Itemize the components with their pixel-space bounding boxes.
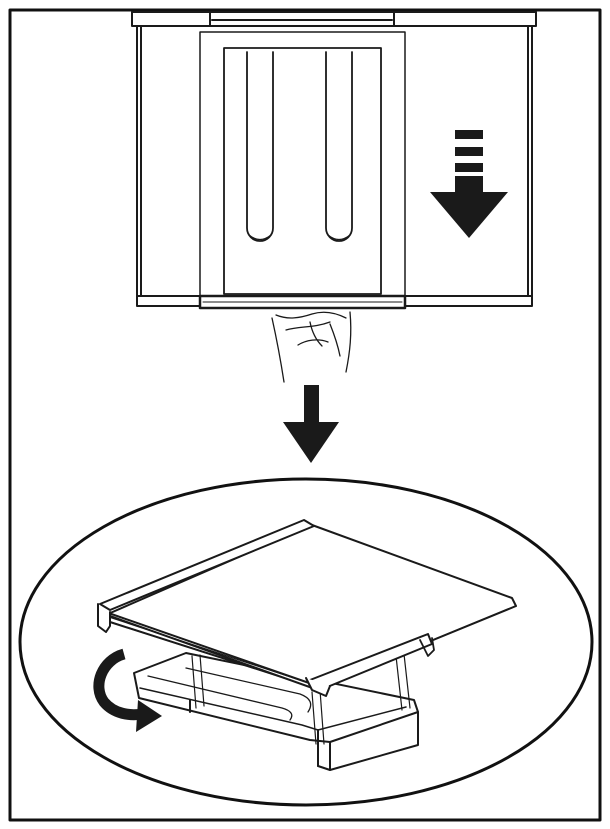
drawer-cabinet [131,11,537,310]
drawer-panel [223,47,382,295]
down-arrow-icon [430,130,508,238]
shelf-detail [97,519,517,771]
shelf-clip-left [97,603,111,633]
drawer-slot-right [325,51,353,242]
hand-icon [271,311,352,383]
down-arrow-icon [283,385,339,463]
drawer-slot-left [246,51,274,242]
detail-ellipse [18,477,594,807]
outer-frame [8,8,602,822]
shelf-rail-back [99,519,315,611]
rotate-arrow-icon [93,648,162,732]
lower-tray [133,652,419,743]
